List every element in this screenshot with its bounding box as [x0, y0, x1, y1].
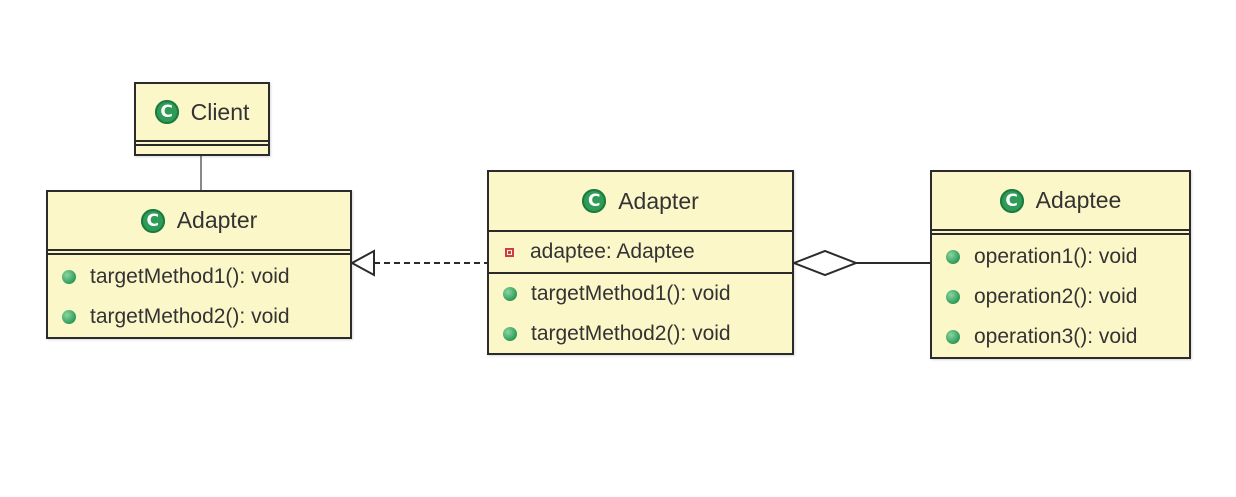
target-adapter-class-name: Adapter: [176, 207, 258, 233]
method-row[interactable]: operation3(): void: [932, 317, 1189, 357]
method-signature: targetMethod2(): void: [531, 322, 731, 345]
public-method-icon: [946, 290, 960, 304]
public-method-icon: [503, 287, 517, 301]
method-signature: targetMethod1(): void: [531, 282, 731, 305]
client-class-name: Client: [190, 98, 250, 125]
method-signature: operation2(): void: [974, 285, 1138, 308]
public-method-icon: [62, 310, 76, 324]
public-method-icon: [946, 330, 960, 344]
method-row[interactable]: targetMethod1(): void: [489, 274, 792, 314]
adaptee-separator: [932, 229, 1189, 235]
client-separator: [136, 140, 268, 146]
method-signature: targetMethod1(): void: [90, 265, 290, 288]
class-c-icon: C: [140, 208, 165, 233]
private-field-icon: [505, 247, 514, 257]
adapter-class-box[interactable]: C Adapter adaptee: Adaptee targetMethod1…: [487, 170, 794, 355]
class-c-icon: C: [999, 188, 1024, 213]
client-class-header: C Client: [136, 84, 268, 140]
aggregation-diamond: [791, 249, 859, 277]
class-c-icon: C: [582, 189, 607, 213]
public-method-icon: [503, 327, 517, 341]
field-row[interactable]: adaptee: Adaptee: [489, 232, 792, 272]
method-row[interactable]: targetMethod1(): void: [48, 257, 350, 297]
client-class-box[interactable]: C Client: [134, 82, 270, 156]
adapter-method-separator: [489, 272, 792, 274]
adaptee-class-box[interactable]: C Adaptee operation1(): void operation2(…: [930, 170, 1191, 359]
method-signature: targetMethod2(): void: [90, 305, 290, 328]
method-signature: operation3(): void: [974, 325, 1138, 348]
method-row[interactable]: operation1(): void: [932, 237, 1189, 277]
public-method-icon: [946, 250, 960, 264]
target-adapter-class-box[interactable]: C Adapter targetMethod1(): void targetMe…: [46, 190, 352, 339]
target-adapter-class-header: C Adapter: [48, 192, 350, 249]
realization-arrowhead: [349, 249, 375, 277]
method-signature: operation1(): void: [974, 245, 1138, 268]
target-adapter-separator: [48, 249, 350, 255]
adaptee-class-name: Adaptee: [1035, 187, 1122, 213]
public-method-icon: [62, 270, 76, 284]
method-row[interactable]: targetMethod2(): void: [489, 314, 792, 354]
class-c-icon: C: [154, 100, 179, 124]
adapter-class-name: Adapter: [618, 187, 699, 214]
adapter-field-separator: [489, 230, 792, 232]
method-row[interactable]: operation2(): void: [932, 277, 1189, 317]
field-signature: adaptee: Adaptee: [530, 240, 695, 263]
method-row[interactable]: targetMethod2(): void: [48, 297, 350, 337]
adapter-class-header: C Adapter: [489, 172, 792, 230]
adaptee-class-header: C Adaptee: [932, 172, 1189, 229]
